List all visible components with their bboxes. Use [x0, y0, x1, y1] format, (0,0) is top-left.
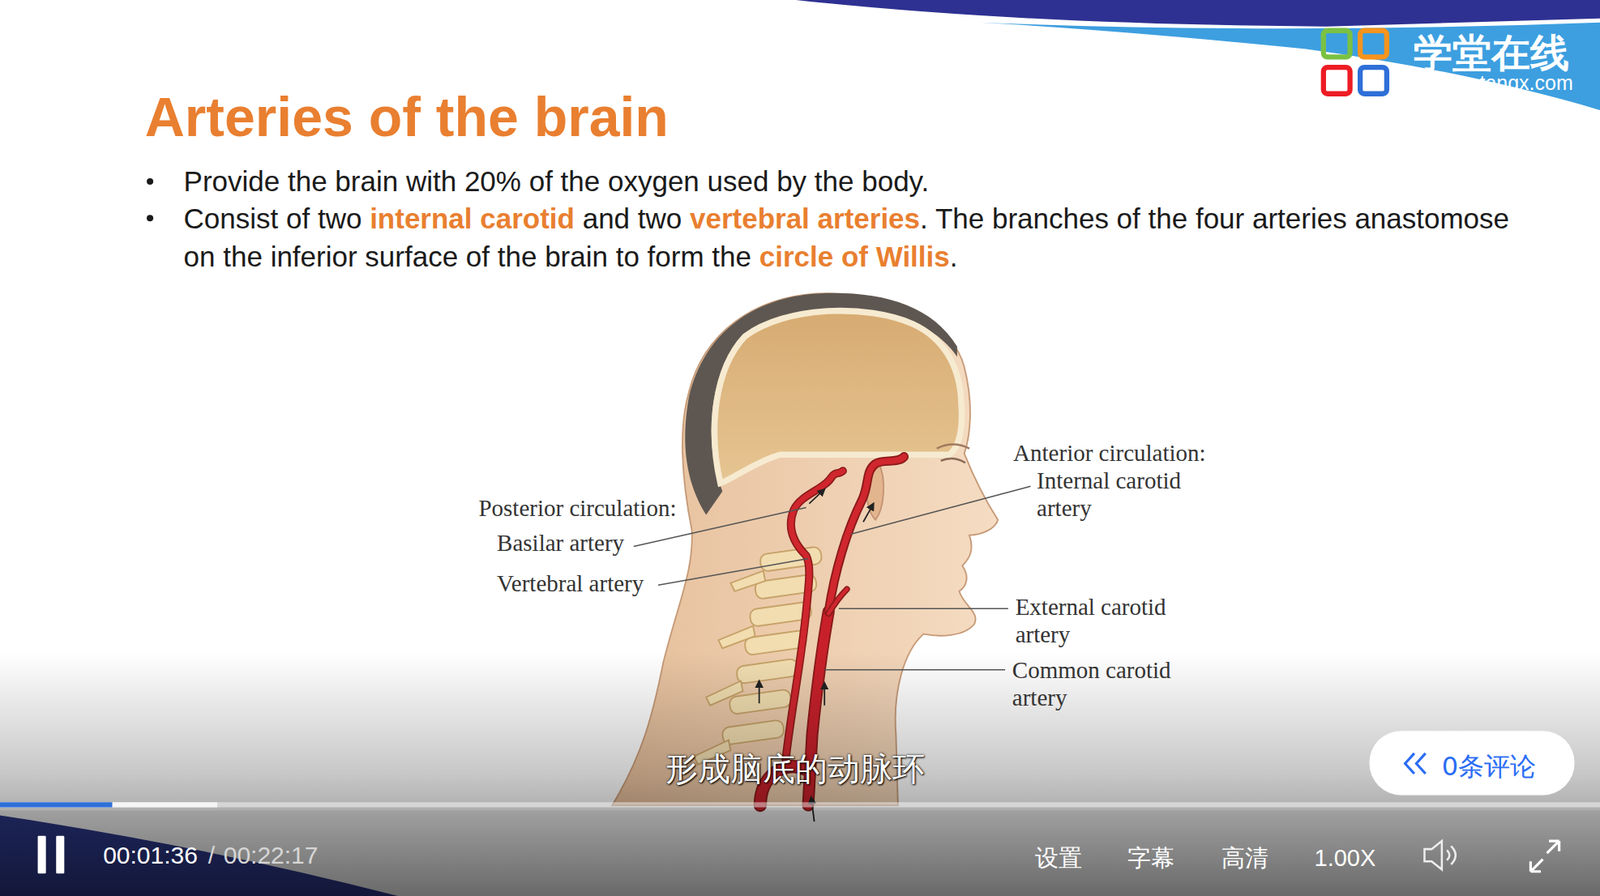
bullet-dot: [146, 178, 154, 185]
group-label: Posterior circulation:: [478, 494, 676, 522]
banner-band: [795, 0, 1600, 27]
highlight-term: vertebral arteries: [689, 202, 920, 235]
volume-icon: [1424, 841, 1455, 870]
bullet-text: .: [949, 240, 959, 273]
logo-mark: [1323, 30, 1387, 95]
logo-square: [1323, 30, 1351, 58]
control-bar: [0, 810, 1600, 896]
external-carotid-outline: [828, 589, 848, 614]
pause-bar: [55, 836, 65, 875]
speaker: [1424, 841, 1442, 870]
slide-title: Arteries of the brain: [145, 85, 669, 149]
external-carotid-artery: [828, 589, 848, 614]
artery-label: Common carotid artery: [1012, 656, 1187, 712]
fullscreen-icon: [1530, 841, 1559, 873]
artery-label: Basilar artery: [496, 529, 625, 557]
pause-bar: [38, 836, 47, 875]
leader-line: [658, 559, 809, 587]
bullet-dot: [146, 214, 154, 222]
highlight-term: internal carotid: [369, 202, 575, 235]
bullet-text: Provide the brain with 20% of the oxygen…: [183, 165, 930, 197]
comment-button: [1368, 731, 1575, 796]
progress-played: [0, 802, 112, 808]
player-menu: 设置: [1035, 843, 1083, 873]
chevron-icon: [1405, 753, 1426, 775]
flow-arrow: [863, 504, 874, 523]
chevron: [1416, 753, 1425, 775]
chevron: [1405, 753, 1415, 775]
logo-square: [1360, 30, 1387, 58]
logo-url: xuetangx.com: [1446, 70, 1574, 95]
bullet-paragraph: Provide the brain with 20% of the oxygen…: [183, 162, 1546, 201]
bullet-text: and two: [582, 202, 683, 235]
leader-lines: [633, 486, 1032, 670]
time-separator: /: [208, 841, 215, 871]
sound-wave: [1446, 850, 1450, 861]
current-time: 00:01:36: [102, 841, 198, 871]
artery-label: External carotid artery: [1015, 593, 1190, 649]
spinous-process: [718, 626, 755, 650]
flow-arrow: [808, 489, 825, 505]
player-shade: [0, 652, 1600, 896]
internal-carotid-outline: [828, 457, 904, 612]
logo-text: 学堂在线: [1413, 29, 1570, 76]
logo-square: [1360, 67, 1387, 95]
progress-buffered: [0, 802, 218, 808]
progress-track: [0, 802, 1600, 808]
player-menu: 字幕: [1127, 843, 1175, 873]
banner-swoosh: [979, 22, 1600, 111]
bullet-text: Consist of two: [183, 202, 363, 235]
brow: [936, 444, 970, 450]
video-subtitle: 形成脑底的动脉环: [389, 749, 1201, 789]
spinous-process: [730, 571, 766, 592]
highlight-term: circle of Willis: [759, 240, 950, 273]
bullet-paragraph: Consist of twointernal carotidand twover…: [183, 199, 1546, 276]
total-time: 00:22:17: [223, 841, 319, 871]
artery-label: Vertebral artery: [496, 569, 644, 598]
playback-speed: 1.00X: [1314, 843, 1377, 873]
brain-cutaway: [714, 311, 963, 484]
internal-carotid-artery: [828, 457, 904, 612]
eye: [941, 458, 966, 463]
logo-square: [1323, 67, 1351, 95]
leader-line: [838, 607, 1009, 610]
comment-count: 0条评论: [1441, 751, 1536, 783]
group-label: Anterior circulation:: [1013, 439, 1207, 467]
player-menu: 高清: [1221, 843, 1269, 873]
artery-label: Internal carotid artery: [1036, 466, 1203, 522]
leader-line: [851, 486, 1032, 535]
expand-arrow: [1530, 859, 1543, 873]
sound-wave: [1450, 846, 1456, 865]
expand-arrow: [1547, 841, 1560, 854]
